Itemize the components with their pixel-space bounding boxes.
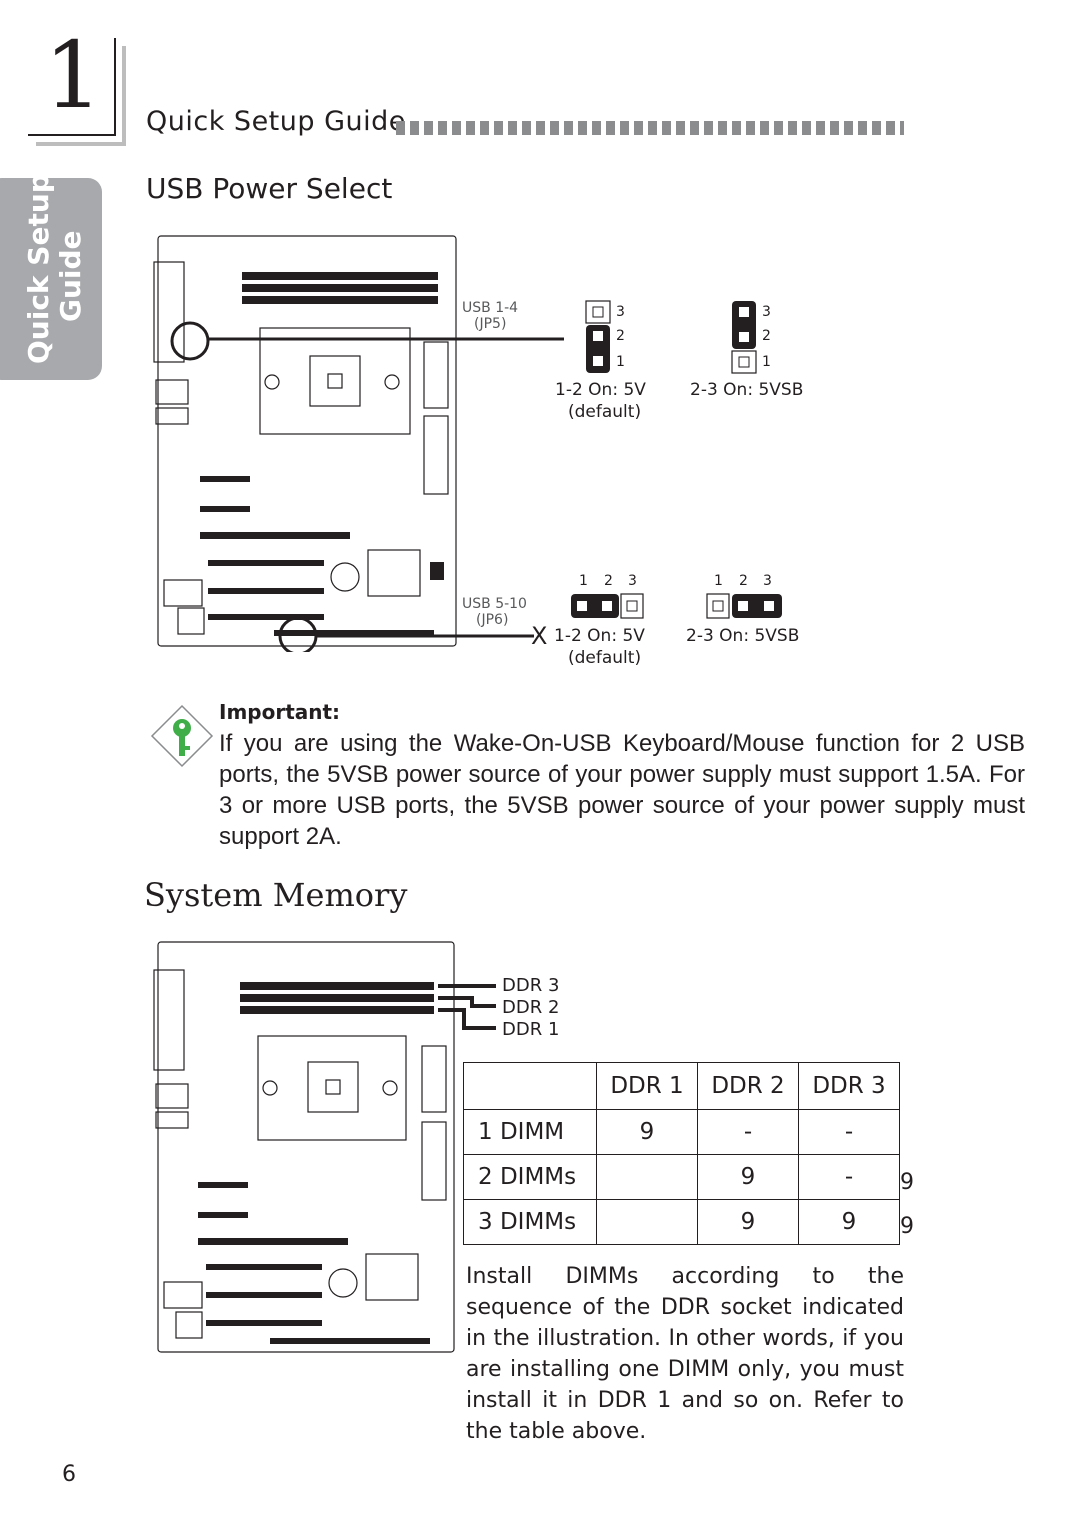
jp5-label: USB 1-4 bbox=[462, 300, 519, 316]
chapter-number: 1 bbox=[44, 22, 103, 129]
jp5-opt1-pin2: 2 bbox=[616, 328, 625, 344]
table-col-header: DDR 1 bbox=[596, 1062, 698, 1110]
table-cell: - bbox=[697, 1109, 799, 1155]
jp6-option2-jumper-icon bbox=[706, 593, 782, 619]
table-row: 3 DIMMs 9 9 bbox=[463, 1199, 900, 1245]
table-row-header: 1 DIMM bbox=[463, 1109, 597, 1155]
header-title: Quick Setup Guide bbox=[146, 106, 406, 137]
table-outside-mark: 9 bbox=[900, 1214, 914, 1239]
header-dotted-rule bbox=[396, 121, 904, 135]
ddr3-label: DDR 3 bbox=[502, 975, 560, 996]
page-number: 6 bbox=[62, 1462, 76, 1487]
jp6-option1-jumper-icon bbox=[571, 593, 644, 619]
jp6-opt1-pin3: 3 bbox=[628, 573, 637, 589]
jp5-opt2-pin2: 2 bbox=[762, 328, 771, 344]
table-row: 2 DIMMs 9 - bbox=[463, 1154, 900, 1200]
jp5-option2-jumper-icon bbox=[731, 301, 757, 374]
motherboard-diagram-usb bbox=[153, 235, 564, 652]
table-header-row: DDR 1 DDR 2 DDR 3 bbox=[463, 1062, 900, 1110]
table-col-header: DDR 2 bbox=[697, 1062, 799, 1110]
table-cell: 9 bbox=[596, 1109, 698, 1155]
side-tab bbox=[0, 178, 102, 380]
jp6-opt2-caption: 2-3 On: 5VSB bbox=[686, 626, 800, 646]
jp5-opt1-caption: 1-2 On: 5V bbox=[555, 380, 646, 400]
jp5-opt2-pin3: 3 bbox=[762, 304, 771, 320]
jp6-opt1-caption: 1-2 On: 5V bbox=[554, 626, 645, 646]
important-title: Important: bbox=[219, 700, 341, 724]
dimm-install-instruction: Install DIMMs according to the sequence … bbox=[466, 1264, 904, 1444]
jp6-opt1-pin2: 2 bbox=[604, 573, 613, 589]
table-row: 1 DIMM 9 - - bbox=[463, 1109, 900, 1155]
key-icon bbox=[150, 704, 214, 768]
usb-power-title: USB Power Select bbox=[146, 172, 393, 205]
jp6-opt2-pin2: 2 bbox=[739, 573, 748, 589]
jp5-opt1-note: (default) bbox=[568, 402, 642, 422]
table-row-header: 2 DIMMs bbox=[463, 1154, 597, 1200]
ddr2-label: DDR 2 bbox=[502, 997, 560, 1018]
jp5-opt1-pin1: 1 bbox=[616, 354, 625, 370]
table-cell: - bbox=[798, 1154, 900, 1200]
side-tab-text: Quick Setup Guide bbox=[0, 173, 102, 380]
side-tab-line2: Guide bbox=[54, 230, 87, 322]
table-row-header: 3 DIMMs bbox=[463, 1199, 597, 1245]
jp5-option1-jumper-icon bbox=[585, 300, 611, 373]
system-memory-title: System Memory bbox=[144, 876, 408, 914]
chapter-box-shadow bbox=[36, 46, 126, 146]
jp5-opt2-caption: 2-3 On: 5VSB bbox=[690, 380, 804, 400]
important-body: If you are using the Wake-On-USB Keyboar… bbox=[219, 730, 1025, 850]
table-cell: 9 bbox=[798, 1199, 900, 1245]
table-cell: 9 bbox=[697, 1154, 799, 1200]
table-cell bbox=[596, 1154, 698, 1200]
ddr1-label: DDR 1 bbox=[502, 1019, 560, 1040]
side-tab-line1: Quick Setup bbox=[22, 173, 55, 364]
chapter-box bbox=[28, 38, 116, 136]
jp6-label: USB 5-10 bbox=[462, 596, 527, 612]
jp5-sublabel: (JP5) bbox=[474, 316, 507, 332]
table-cell: 9 bbox=[697, 1199, 799, 1245]
motherboard-diagram-memory bbox=[153, 941, 496, 1353]
jp6-pointer-marker: X bbox=[531, 622, 548, 650]
table-cell: - bbox=[798, 1109, 900, 1155]
jp5-opt1-pin3: 3 bbox=[616, 304, 625, 320]
jp6-opt1-note: (default) bbox=[568, 648, 642, 668]
jp6-opt2-pin3: 3 bbox=[763, 573, 772, 589]
jp6-sublabel: (JP6) bbox=[476, 612, 509, 628]
jp5-opt2-pin1: 1 bbox=[762, 354, 771, 370]
jp6-opt2-pin1: 1 bbox=[714, 573, 723, 589]
jp6-opt1-pin1: 1 bbox=[579, 573, 588, 589]
table-col-header: DDR 3 bbox=[798, 1062, 900, 1110]
table-cell bbox=[596, 1199, 698, 1245]
table-outside-mark: 9 bbox=[900, 1170, 914, 1195]
table-corner-cell bbox=[463, 1062, 597, 1110]
dimm-installation-table: DDR 1 DDR 2 DDR 3 1 DIMM 9 - - 2 DIMMs 9… bbox=[463, 1062, 900, 1245]
